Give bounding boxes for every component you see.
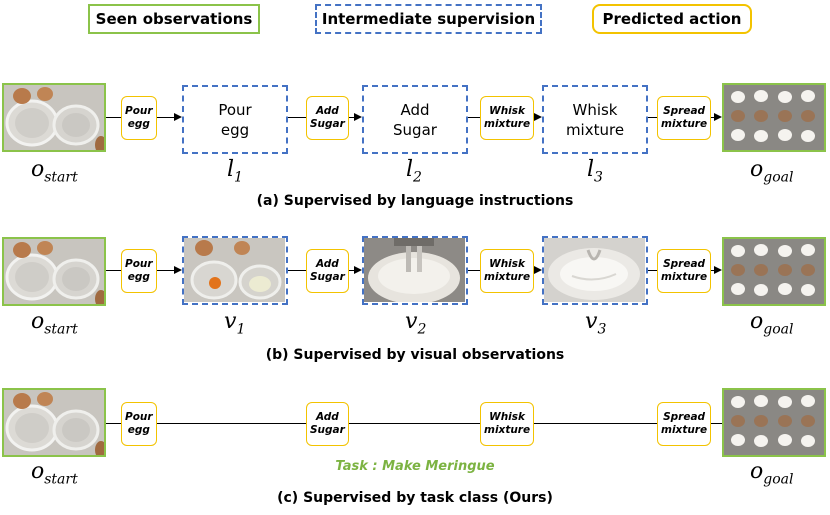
timeline-c xyxy=(106,423,722,424)
legend-intermediate-supervision: Intermediate supervision xyxy=(315,4,542,34)
label-o-goal-c: ogoal xyxy=(750,459,794,488)
label-o-goal-b: ogoal xyxy=(750,309,794,338)
legend-seen-observations: Seen observations xyxy=(88,4,260,34)
label-o-goal-a: ogoal xyxy=(750,157,794,186)
arrowhead-b-4 xyxy=(714,266,722,274)
arrowhead-a-3 xyxy=(534,113,542,121)
legend-intermediate-label: Intermediate supervision xyxy=(321,10,536,28)
goal-observation-image-b xyxy=(722,237,826,306)
arrowhead-a-1 xyxy=(174,113,182,121)
label-l3: l3 xyxy=(587,157,603,186)
caption-b: (b) Supervised by visual observations xyxy=(265,347,565,363)
label-o-start-c: ostart xyxy=(31,459,78,488)
legend-predicted-label: Predicted action xyxy=(602,10,742,28)
visual-observation-v1 xyxy=(182,236,288,305)
legend-predicted-action: Predicted action xyxy=(592,4,752,34)
label-v3: v3 xyxy=(585,309,607,338)
label-o-start-a: ostart xyxy=(31,157,78,186)
arrowhead-a-4 xyxy=(714,113,722,121)
arrowhead-a-2 xyxy=(354,113,362,121)
label-v1: v1 xyxy=(224,309,246,338)
task-label: Task : Make Meringue xyxy=(335,459,495,474)
start-observation-image-a xyxy=(2,83,106,152)
visual-observation-v3 xyxy=(542,236,648,305)
label-o-start-b: ostart xyxy=(31,309,78,338)
caption-a: (a) Supervised by language instructions xyxy=(256,193,574,209)
arrowhead-b-3 xyxy=(534,266,542,274)
label-l1: l1 xyxy=(227,157,243,186)
arrowhead-b-1 xyxy=(174,266,182,274)
label-l2: l2 xyxy=(406,157,422,186)
label-v2: v2 xyxy=(405,309,427,338)
start-observation-image-c xyxy=(2,388,106,457)
goal-observation-image-c xyxy=(722,388,826,457)
arrowhead-b-2 xyxy=(354,266,362,274)
goal-observation-image-a xyxy=(722,83,826,152)
legend-seen-label: Seen observations xyxy=(95,10,253,28)
start-observation-image-b xyxy=(2,237,106,306)
visual-observation-v2 xyxy=(362,236,468,305)
caption-c: (c) Supervised by task class (Ours) xyxy=(277,490,553,506)
